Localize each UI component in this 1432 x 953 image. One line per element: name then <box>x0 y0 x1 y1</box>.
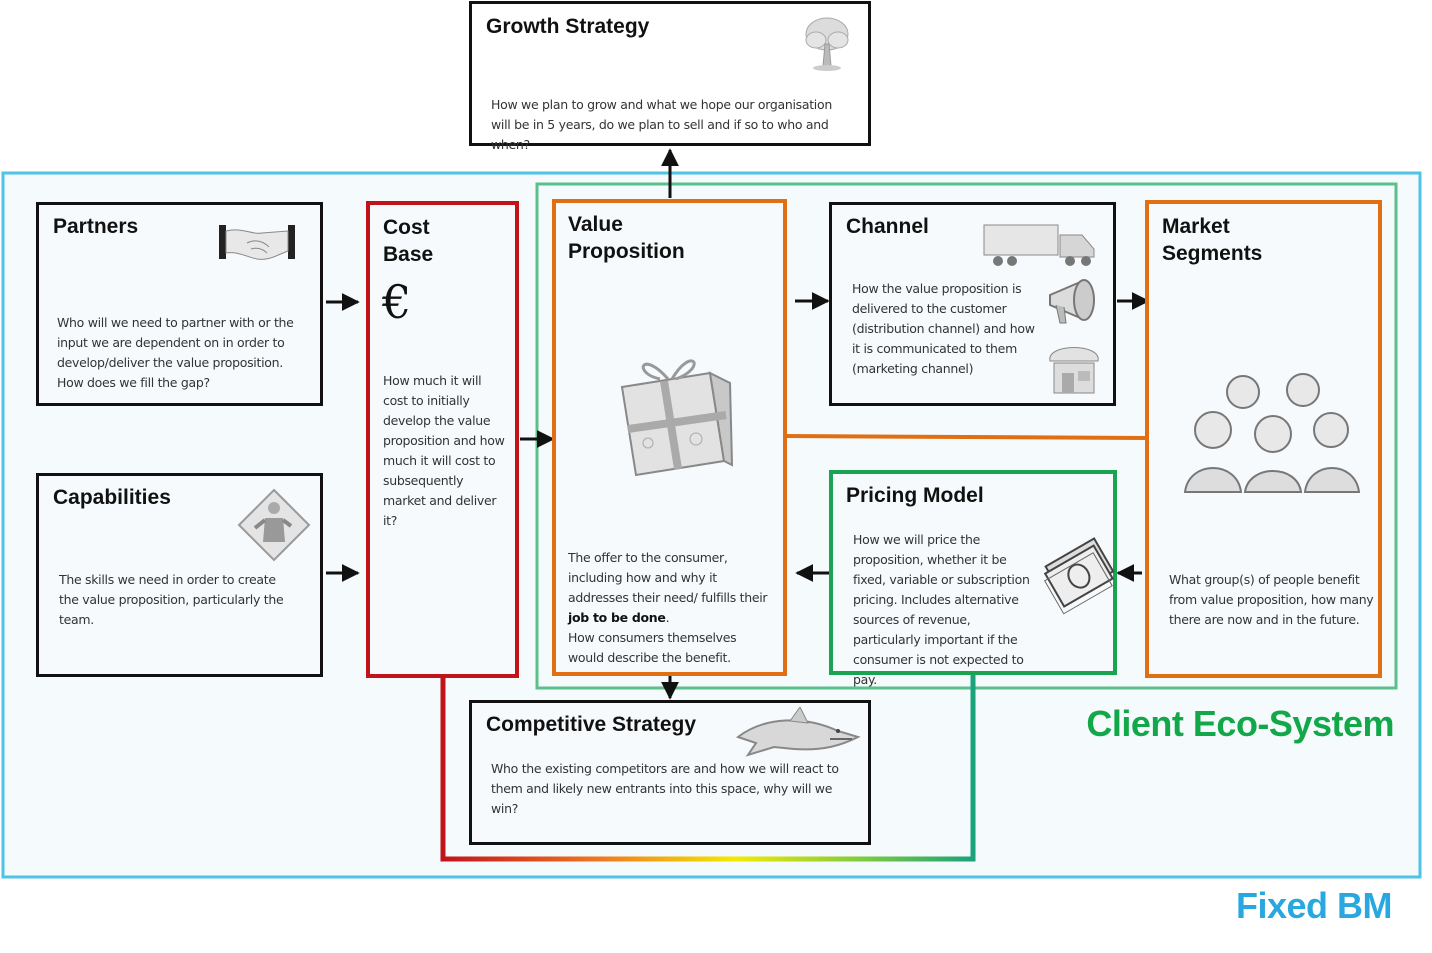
channel-title: Channel <box>846 215 929 238</box>
euro-icon: € <box>382 275 412 329</box>
shark-icon <box>735 707 861 757</box>
money-icon <box>1043 537 1115 615</box>
value-proposition-text-after: . <box>665 610 670 625</box>
competitive-strategy-text: Who the existing competitors are and how… <box>491 761 839 816</box>
growth-strategy-title: Growth Strategy <box>486 15 650 38</box>
worker-icon <box>237 488 311 562</box>
value-proposition-box: Value Proposition The offer to the consu… <box>552 199 787 676</box>
value-proposition-text-before: The offer to the consumer, including how… <box>568 550 768 605</box>
capabilities-title: Capabilities <box>53 486 171 509</box>
cost-base-box: Cost Base € How much it will cost to ini… <box>366 201 519 678</box>
value-proposition-title-line2: Proposition <box>568 240 685 263</box>
cost-base-title-line1: Cost <box>383 216 430 239</box>
fixed-bm-label: Fixed BM <box>1235 885 1393 926</box>
tree-icon <box>805 17 849 71</box>
market-segments-text: What group(s) of people benefit from val… <box>1169 572 1374 627</box>
truck-icon <box>983 224 1095 266</box>
pricing-model-text: How we will price the proposition, wheth… <box>853 532 1030 687</box>
capabilities-text: The skills we need in order to create th… <box>59 572 284 627</box>
value-market-link <box>784 434 1149 440</box>
capabilities-box: Capabilities The skills we need in order… <box>36 473 323 677</box>
value-proposition-text: The offer to the consumer, including how… <box>568 548 773 668</box>
cost-base-text: How much it will cost to initially devel… <box>383 373 505 528</box>
growth-strategy-text: How we plan to grow and what we hope our… <box>491 97 832 152</box>
market-segments-title-line2: Segments <box>1162 242 1263 265</box>
partners-text: Who will we need to partner with or the … <box>57 315 294 390</box>
value-proposition-text-line2: How consumers themselves would describe … <box>568 630 737 665</box>
market-segments-title-line1: Market <box>1162 215 1230 238</box>
growth-strategy-box: Growth Strategy How we plan to grow and … <box>469 1 871 152</box>
channel-text: How the value proposition is delivered t… <box>852 281 1035 376</box>
gift-icon <box>620 359 734 477</box>
cost-base-title-line2: Base <box>383 243 434 266</box>
pricing-model-title: Pricing Model <box>846 484 984 507</box>
competitive-strategy-title: Competitive Strategy <box>486 713 697 736</box>
market-segments-box: Market Segments What group(s) of people … <box>1145 200 1382 678</box>
channel-box: Channel How the value proposition is del… <box>829 202 1116 406</box>
people-icon <box>1183 373 1361 493</box>
handshake-icon <box>219 225 295 260</box>
competitive-strategy-box: Competitive Strategy Who the existing co… <box>469 700 871 845</box>
cost-pricing-link <box>440 673 976 862</box>
partners-title: Partners <box>53 215 139 238</box>
value-proposition-text-bold: job to be done <box>568 610 666 625</box>
partners-box: Partners Who will we need to partner wit… <box>36 202 323 406</box>
pricing-model-box: Pricing Model How we will price the prop… <box>829 470 1117 687</box>
megaphone-icon <box>1049 279 1095 324</box>
client-ecosystem-label: Client Eco-System <box>1086 703 1394 744</box>
shop-icon <box>1049 347 1099 394</box>
value-proposition-title-line1: Value <box>568 213 623 236</box>
